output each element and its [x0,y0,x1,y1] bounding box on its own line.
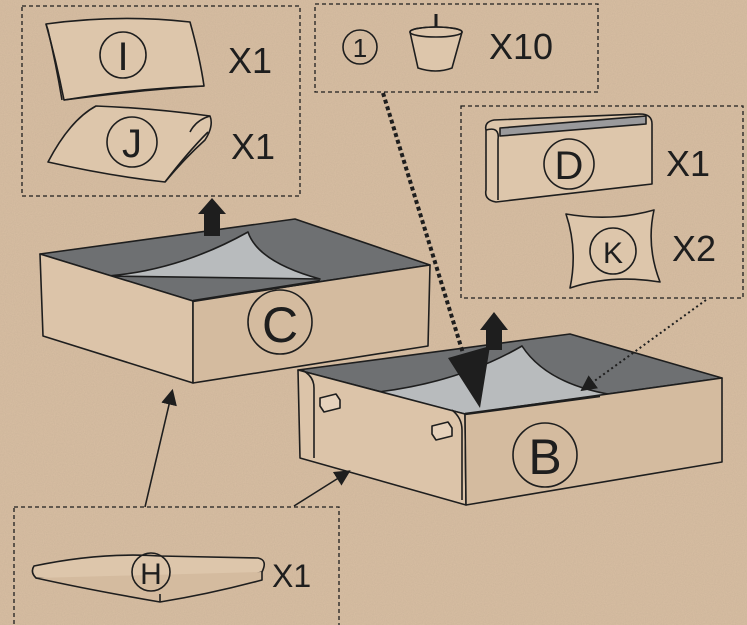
arrow-legs-to-box-b [381,92,472,377]
box-b-letter: B [528,429,561,485]
part-d-quantity: X1 [666,143,710,184]
frame-parts-d-k [460,105,744,299]
part-j-cushion [47,105,212,183]
part-k-pillow [565,209,661,289]
part-d-letter: D [555,144,584,188]
part-j-quantity: X1 [231,126,275,167]
lift-arrow-c [198,198,226,236]
part-d-label-circle [543,138,595,190]
part-h-quantity: X1 [272,558,311,594]
arrow-parts-to-box-b [580,299,707,392]
part-j-label-circle [106,116,158,168]
part-k-quantity: X2 [672,228,716,269]
leg-icon [409,14,463,72]
leg-quantity: X10 [489,26,553,67]
leg-number-circle [342,29,378,65]
part-d-backrest [484,113,653,203]
part-i-letter: I [117,35,128,79]
part-h-base [31,554,266,603]
arrow-base-to-box-b [293,470,351,507]
box-b [297,333,723,506]
frame-cushions-i-j [21,5,301,197]
box-c-label-circle [247,289,313,355]
frame-base-h [13,506,340,625]
box-b-label-circle [512,422,578,488]
lift-arrow-b [480,312,508,350]
arrow-legs-to-box-b-head [448,346,490,408]
part-i-label-circle [99,31,147,79]
leg-number: 1 [353,33,367,63]
part-h-label-circle [131,552,171,592]
part-j-letter: J [122,122,142,166]
box-c-letter: C [262,297,298,353]
part-k-letter: K [603,237,623,270]
part-i-cushion [45,17,205,101]
part-i-quantity: X1 [228,40,272,81]
part-h-letter: H [140,558,162,591]
part-k-label-circle [589,227,637,275]
arrow-base-to-box-c [144,388,177,508]
frame-legs [314,3,599,93]
callout-frames [13,3,744,625]
